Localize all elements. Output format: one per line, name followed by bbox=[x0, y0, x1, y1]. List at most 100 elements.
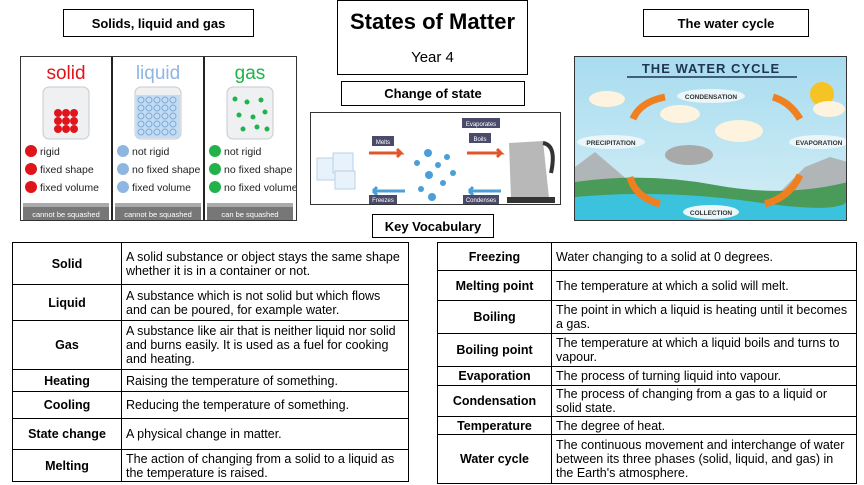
arrow-right-icon bbox=[467, 147, 505, 159]
definition-cell: The temperature at which a liquid boils … bbox=[551, 333, 857, 367]
particle-icon bbox=[209, 181, 221, 193]
term-cell: Melting bbox=[12, 449, 122, 482]
particle-icon bbox=[209, 163, 221, 175]
arrow-left-icon bbox=[467, 185, 501, 197]
term-cell: Solid bbox=[12, 242, 122, 285]
definition-cell: The temperature at which a solid will me… bbox=[551, 270, 857, 301]
definition-cell: A substance which is not solid but which… bbox=[121, 284, 409, 321]
key-vocabulary-heading: Key Vocabulary bbox=[372, 214, 494, 238]
condenses-label: Condenses bbox=[466, 198, 496, 204]
rain-cloud-icon bbox=[665, 145, 713, 165]
change-of-state-image: Melts Freezes Evaporates Boils Condenses bbox=[310, 112, 561, 205]
boils-label: Boils bbox=[473, 137, 486, 143]
sun-icon bbox=[810, 82, 834, 106]
property-label: fixed shape bbox=[40, 164, 94, 176]
year-label: Year 4 bbox=[411, 49, 454, 66]
term-cell: Condensation bbox=[437, 385, 552, 417]
term-cell: Gas bbox=[12, 320, 122, 370]
property-label: not rigid bbox=[224, 146, 262, 158]
term-cell: Melting point bbox=[437, 270, 552, 301]
water-drops-icon bbox=[414, 149, 456, 201]
property-label: no fixed volume bbox=[224, 182, 297, 194]
term-cell: Temperature bbox=[437, 416, 552, 435]
definition-cell: The process of changing from a gas to a … bbox=[551, 385, 857, 417]
arrow-left-icon bbox=[371, 185, 405, 197]
solids-liquid-gas-heading: Solids, liquid and gas bbox=[63, 9, 254, 37]
heading-text: Change of state bbox=[384, 86, 482, 101]
condensation-label: CONDENSATION bbox=[685, 94, 738, 101]
definition-cell: The degree of heat. bbox=[551, 416, 857, 435]
state-name: solid bbox=[46, 63, 85, 84]
definition-cell: A physical change in matter. bbox=[121, 418, 409, 450]
term-cell: Boiling bbox=[437, 300, 552, 334]
term-cell: Cooling bbox=[12, 391, 122, 419]
state-name: gas bbox=[235, 63, 266, 84]
change-of-state-heading: Change of state bbox=[341, 81, 525, 106]
property-label: fixed volume bbox=[132, 182, 191, 194]
definition-cell: A substance like air that is neither liq… bbox=[121, 320, 409, 370]
kettle-icon bbox=[507, 141, 555, 203]
water-cycle-title: THE WATER CYCLE bbox=[642, 61, 780, 76]
property-label: fixed volume bbox=[40, 182, 99, 194]
compressibility-label: cannot be squashed bbox=[32, 210, 100, 219]
definition-cell: Raising the temperature of something. bbox=[121, 369, 409, 392]
arrow-right-icon bbox=[369, 147, 405, 159]
term-cell: Freezing bbox=[437, 242, 552, 271]
particle-icon bbox=[25, 181, 37, 193]
definition-cell: The continuous movement and interchange … bbox=[551, 434, 857, 484]
term-cell: Liquid bbox=[12, 284, 122, 321]
title-box: States of Matter Year 4 bbox=[337, 0, 528, 75]
particle-icon bbox=[117, 163, 129, 175]
term-cell: Water cycle bbox=[437, 434, 552, 484]
definition-cell: A solid substance or object stays the sa… bbox=[121, 242, 409, 285]
evaporation-label: EVAPORATION bbox=[796, 140, 843, 147]
term-cell: State change bbox=[12, 418, 122, 450]
property-label: no fixed shape bbox=[132, 164, 200, 176]
state-name: liquid bbox=[136, 63, 180, 84]
collection-label: COLLECTION bbox=[690, 210, 733, 217]
particle-icon bbox=[117, 181, 129, 193]
water-cycle-image: THE WATER CYCLE CONDENSATION PRECIPITATI… bbox=[574, 56, 847, 221]
definition-cell: The process of turning liquid into vapou… bbox=[551, 366, 857, 386]
precipitation-label: PRECIPITATION bbox=[586, 140, 636, 147]
ice-cubes-icon bbox=[316, 152, 356, 190]
property-label: no fixed shape bbox=[224, 164, 292, 176]
freezes-label: Freezes bbox=[372, 198, 394, 204]
term-cell: Boiling point bbox=[437, 333, 552, 367]
page-title: States of Matter bbox=[349, 9, 516, 34]
cloud-icon bbox=[589, 91, 845, 142]
definition-cell: The point in which a liquid is heating u… bbox=[551, 300, 857, 334]
definition-cell: Reducing the temperature of something. bbox=[121, 391, 409, 419]
compressibility-label: can be squashed bbox=[221, 210, 278, 219]
particle-icon bbox=[117, 145, 129, 157]
term-cell: Heating bbox=[12, 369, 122, 392]
water-cycle-heading: The water cycle bbox=[643, 9, 809, 37]
term-cell: Evaporation bbox=[437, 366, 552, 386]
cycle-arrows-icon bbox=[626, 93, 804, 208]
evaporates-label: Evaporates bbox=[466, 122, 496, 128]
definition-cell: The action of changing from a solid to a… bbox=[121, 449, 409, 482]
compressibility-label: cannot be squashed bbox=[124, 210, 192, 219]
heading-text: Solids, liquid and gas bbox=[91, 15, 226, 31]
particle-icon bbox=[209, 145, 221, 157]
heading-text: Key Vocabulary bbox=[384, 218, 482, 234]
definition-cell: Water changing to a solid at 0 degrees. bbox=[551, 242, 857, 271]
property-label: not rigid bbox=[132, 146, 170, 158]
heading-text: The water cycle bbox=[677, 15, 775, 31]
